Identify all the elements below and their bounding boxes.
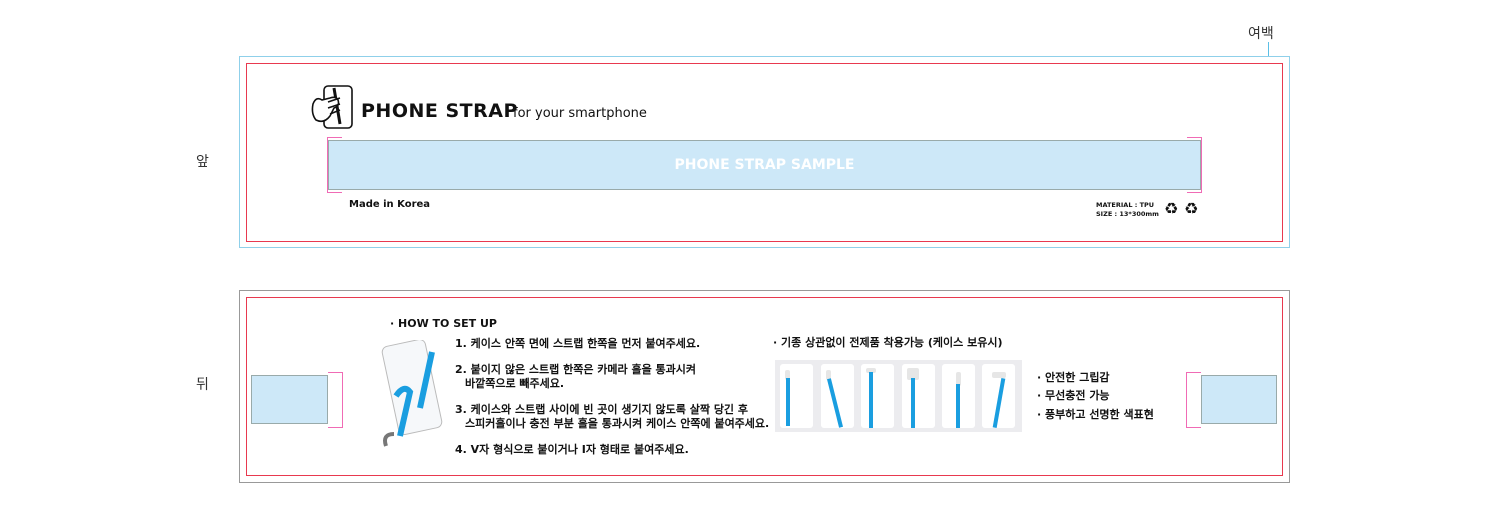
example-tile xyxy=(902,364,935,428)
sample-text: PHONE STRAP SAMPLE xyxy=(674,157,855,173)
back-trim-border xyxy=(246,297,1283,476)
compat-title: · 기종 상관없이 전제품 착용가능 (케이스 보유시) xyxy=(773,336,1003,349)
step-3: 3. 케이스와 스트랩 사이에 빈 곳이 생기지 않도록 살짝 당긴 후 xyxy=(455,403,749,416)
compat-examples-panel xyxy=(775,360,1022,432)
back-bleed-border xyxy=(239,290,1290,483)
recycle-icon-2: ♻ xyxy=(1184,199,1199,218)
example-tile xyxy=(942,364,975,428)
example-tile xyxy=(780,364,813,428)
phone-case-illustration-icon xyxy=(378,339,450,452)
front-strap-area: PHONE STRAP SAMPLE xyxy=(328,140,1201,190)
example-tile xyxy=(982,364,1015,428)
feature-color: · 풍부하고 선명한 색표현 xyxy=(1037,408,1154,421)
cut-bracket-right xyxy=(1187,137,1202,193)
feature-grip: · 안전한 그립감 xyxy=(1037,371,1110,384)
back-bracket-right xyxy=(1186,372,1201,428)
front-trim-border xyxy=(246,63,1283,242)
cut-bracket-left xyxy=(327,137,342,193)
step-4: 4. V자 형식으로 붙이거나 I자 형태로 붙여주세요. xyxy=(455,443,689,456)
recycle-icon: ♻ xyxy=(1164,199,1179,218)
feature-wireless: · 무선충전 가능 xyxy=(1037,389,1110,402)
step-3-cont: 스피커홀이나 충전 부분 홀을 통과시켜 케이스 안쪽에 붙여주세요. xyxy=(465,417,770,430)
hand-phone-logo-icon xyxy=(310,84,356,130)
front-bleed-border xyxy=(239,56,1290,248)
margin-label: 여백 xyxy=(1248,26,1274,42)
front-label: 앞 xyxy=(196,154,209,170)
back-bracket-left xyxy=(328,372,343,428)
brand-title: PHONE STRAP xyxy=(361,100,518,122)
step-2: 2. 붙이지 않은 스트랩 한쪽은 카메라 홀을 통과시켜 xyxy=(455,363,697,376)
howto-title: · HOW TO SET UP xyxy=(390,317,497,330)
step-1: 1. 케이스 안쪽 면에 스트랩 한쪽을 먼저 붙여주세요. xyxy=(455,337,701,350)
back-strap-left xyxy=(251,375,328,424)
example-tile xyxy=(861,364,894,428)
size-text: SIZE : 13*300mm xyxy=(1096,210,1159,218)
brand-tagline: for your smartphone xyxy=(513,106,647,121)
back-label: 뒤 xyxy=(196,377,209,393)
step-2-cont: 바깥쪽으로 빼주세요. xyxy=(465,377,565,390)
spec-info: MATERIAL : TPU SIZE : 13*300mm xyxy=(1096,201,1159,219)
back-strap-right xyxy=(1201,375,1277,424)
margin-pointer-line xyxy=(1268,42,1269,56)
material-text: MATERIAL : TPU xyxy=(1096,201,1155,209)
made-in-label: Made in Korea xyxy=(349,199,431,210)
example-tile xyxy=(821,364,854,428)
